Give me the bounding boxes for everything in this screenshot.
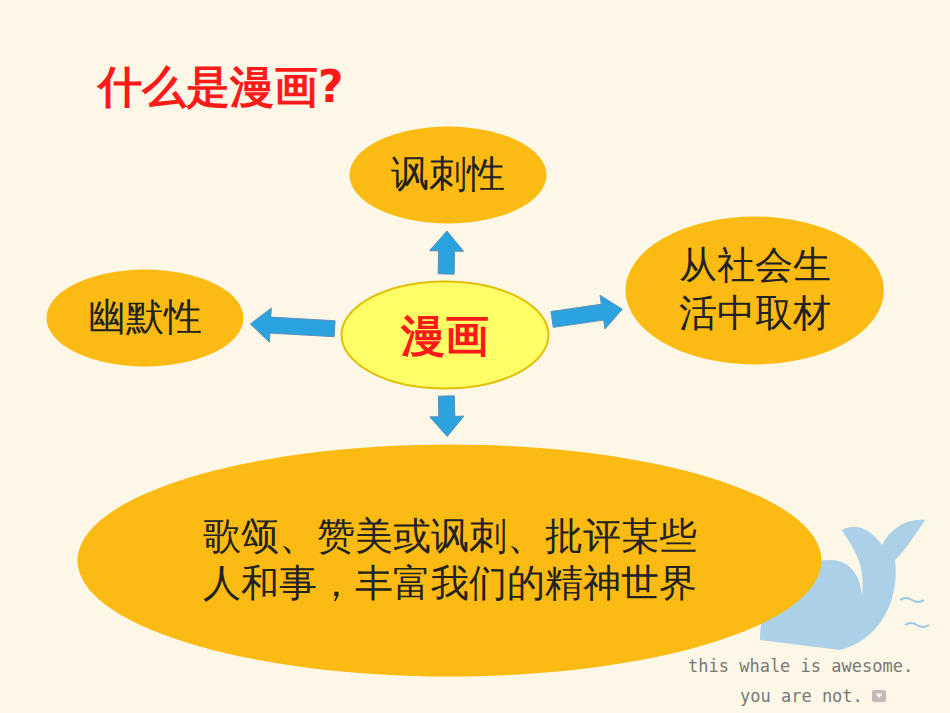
page-title: 什么是漫画? [98,58,344,117]
heart-icon [872,690,886,702]
feature-ellipse: 讽刺性 [348,125,548,225]
watermark-text: you are not. [740,686,863,706]
feature-ellipse: 从社会生 活中取材 [624,215,885,366]
block-arrow [250,308,335,342]
ellipse-outline [76,443,823,678]
node-text: 歌颂、赞美或讽刺、批评某些 人和事，丰富我们的精神世界 [195,513,704,608]
block-arrow [551,295,622,329]
block-arrow [430,231,464,274]
summary-ellipse: 歌颂、赞美或讽刺、批评某些 人和事，丰富我们的精神世界 [76,443,823,678]
node-text: 幽默性 [88,294,202,342]
ellipse-outline [624,215,885,366]
center-ellipse: 漫画 [340,280,550,390]
watermark-text: this whale is awesome. [688,656,913,676]
node-text: 漫画 [401,308,489,363]
block-arrow [430,396,464,437]
feature-ellipse: 幽默性 [45,268,245,368]
node-text: 从社会生 活中取材 [671,242,838,337]
node-text: 讽刺性 [391,151,505,199]
